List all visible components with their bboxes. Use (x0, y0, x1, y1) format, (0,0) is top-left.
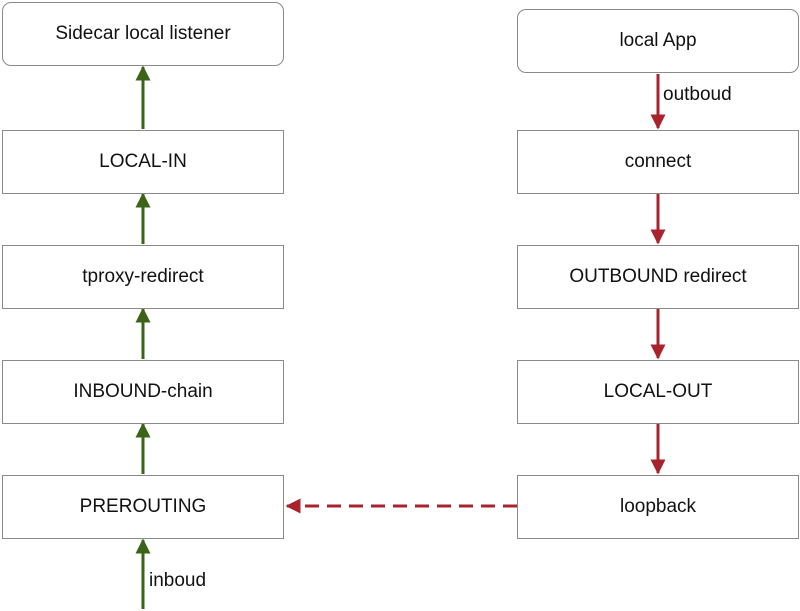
node-local-app: local App (517, 9, 799, 73)
node-sidecar-listener-label: Sidecar local listener (55, 23, 231, 44)
node-connect: connect (517, 130, 799, 194)
node-loopback-label: loopback (619, 496, 697, 517)
node-connect-label: connect (624, 151, 692, 172)
node-outbound-redirect: OUTBOUND redirect (517, 245, 799, 309)
node-local-in-label: LOCAL-IN (99, 151, 187, 172)
node-local-out: LOCAL-OUT (517, 360, 799, 424)
edge-label-inbound: inboud (149, 570, 207, 591)
node-tproxy-redirect-label: tproxy-redirect (82, 266, 204, 287)
node-local-in: LOCAL-IN (2, 130, 284, 194)
node-local-out-label: LOCAL-OUT (603, 381, 713, 402)
node-inbound-chain-label: INBOUND-chain (73, 381, 213, 402)
node-loopback: loopback (517, 475, 799, 539)
node-tproxy-redirect: tproxy-redirect (2, 245, 284, 309)
node-prerouting-label: PREROUTING (79, 496, 207, 517)
edge-label-outbound: outboud (663, 84, 732, 105)
node-sidecar-listener: Sidecar local listener (2, 2, 284, 66)
node-prerouting: PREROUTING (2, 475, 284, 539)
node-outbound-redirect-label: OUTBOUND redirect (569, 266, 747, 287)
node-inbound-chain: INBOUND-chain (2, 360, 284, 424)
node-local-app-label: local App (619, 30, 697, 51)
